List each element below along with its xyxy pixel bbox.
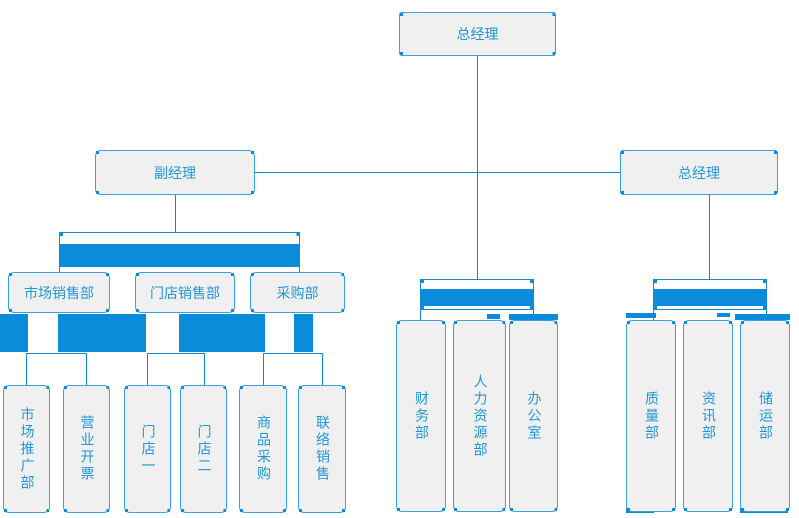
- strip-mid-2: [509, 314, 558, 320]
- right-branch-bar[interactable]: [653, 279, 767, 310]
- org-box-label: 市场销售部: [24, 285, 94, 302]
- strip-mid-1: [487, 314, 500, 319]
- bracket-3-leg-left: [263, 353, 264, 385]
- org-box-label: 资讯部: [700, 390, 716, 442]
- org-box-information-dept[interactable]: 资讯部: [683, 320, 733, 512]
- subtree-fill-1: [0, 314, 28, 352]
- org-box-label: 总经理: [678, 165, 720, 182]
- org-box-finance-dept[interactable]: 财务部: [396, 320, 446, 512]
- org-box-store-two[interactable]: 门店二: [180, 385, 227, 513]
- left-branch-bar-fill: [60, 244, 299, 266]
- org-box-merchandise-purchasing[interactable]: 商品采购: [239, 385, 287, 513]
- bracket-2-leg-left: [147, 353, 148, 385]
- org-box-store-one[interactable]: 门店一: [124, 385, 171, 513]
- org-box-label: 采购部: [276, 285, 319, 302]
- left-branch-bar[interactable]: [59, 232, 300, 267]
- org-box-label: 营业开票: [78, 415, 95, 483]
- connector-root-vertical: [477, 56, 478, 279]
- bracket-1-leg-right: [86, 353, 87, 385]
- org-box-label: 财务部: [413, 390, 429, 442]
- strip-right-1: [626, 313, 656, 318]
- org-box-hr-dept[interactable]: 人力资源部: [453, 320, 506, 512]
- org-box-label: 门店销售部: [150, 285, 220, 302]
- org-box-label: 办公室: [525, 390, 542, 442]
- bracket-2-leg-right: [204, 353, 205, 385]
- strip-right-3: [735, 314, 790, 320]
- org-box-label: 门店一: [139, 423, 156, 475]
- bracket-1-horizontal: [26, 353, 87, 354]
- org-box-label: 储运部: [757, 390, 773, 442]
- org-box-deputy-manager[interactable]: 副经理: [95, 150, 255, 195]
- org-box-label: 联络销售: [314, 415, 330, 483]
- middle-branch-bar-fill: [421, 289, 533, 306]
- org-box-market-promotion[interactable]: 市场推广部: [3, 385, 50, 513]
- right-branch-bar-fill: [654, 289, 766, 306]
- org-box-market-sales-dept[interactable]: 市场销售部: [8, 272, 110, 313]
- org-box-label: 商品采购: [255, 415, 271, 483]
- connector-level2-horizontal: [255, 172, 620, 173]
- org-box-general-manager[interactable]: 总经理: [399, 12, 556, 56]
- bracket-2-horizontal: [147, 353, 205, 354]
- connector-leftbar-leg-left: [59, 267, 60, 272]
- org-box-label: 市场推广部: [18, 406, 35, 492]
- bracket-3-leg-right: [322, 353, 323, 385]
- middle-branch-bar[interactable]: [420, 279, 534, 310]
- connector-leftbar-leg-right: [299, 267, 300, 272]
- org-box-label: 门店二: [195, 423, 212, 475]
- bracket-1-leg-left: [26, 353, 27, 385]
- connector-midbar-leg-left: [420, 310, 421, 320]
- org-box-label: 质量部: [643, 390, 659, 442]
- org-box-purchasing-dept[interactable]: 采购部: [250, 272, 345, 313]
- org-box-quality-dept[interactable]: 质量部: [626, 320, 676, 512]
- org-box-label: 总经理: [456, 27, 499, 43]
- connector-deputy-vertical: [175, 195, 176, 232]
- subtree-fill-4: [294, 314, 313, 352]
- org-box-general-manager-right[interactable]: 总经理: [620, 150, 778, 195]
- org-box-liaison-sales[interactable]: 联络销售: [298, 385, 346, 513]
- strip-right-2: [717, 313, 730, 317]
- org-box-office[interactable]: 办公室: [509, 320, 558, 512]
- subtree-fill-3: [179, 314, 265, 352]
- org-box-label: 副经理: [154, 165, 196, 182]
- org-box-store-sales-dept[interactable]: 门店销售部: [135, 272, 235, 313]
- bracket-3-horizontal: [263, 353, 323, 354]
- subtree-fill-2: [58, 314, 146, 352]
- org-box-label: 人力资源部: [471, 373, 488, 459]
- org-box-business-invoicing[interactable]: 营业开票: [63, 385, 110, 513]
- connector-gm-right-vertical: [709, 195, 710, 279]
- org-box-logistics-dept[interactable]: 储运部: [740, 320, 790, 512]
